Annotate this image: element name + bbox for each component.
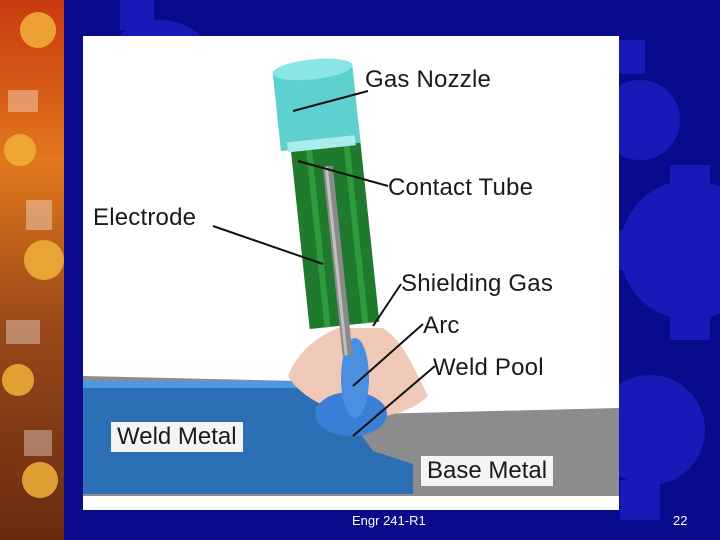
page-number: 22 xyxy=(673,513,688,528)
label-weld-pool: Weld Pool xyxy=(433,354,544,381)
gas-nozzle xyxy=(272,63,361,152)
label-base-metal: Base Metal xyxy=(421,456,554,486)
label-gas-nozzle: Gas Nozzle xyxy=(365,66,492,93)
label-contact-tube: Contact Tube xyxy=(388,174,534,201)
label-weld-metal: Weld Metal xyxy=(111,422,243,452)
decorative-gear-strip xyxy=(0,0,64,540)
footer-course-label: Engr 241-R1 xyxy=(352,513,426,528)
gmaw-process-diagram: Gas Nozzle Contact Tube Electrode Shield… xyxy=(83,36,619,510)
arc xyxy=(341,338,369,418)
label-arc: Arc xyxy=(423,312,460,339)
label-electrode: Electrode xyxy=(93,204,197,231)
label-shielding-gas: Shielding Gas xyxy=(401,270,554,297)
